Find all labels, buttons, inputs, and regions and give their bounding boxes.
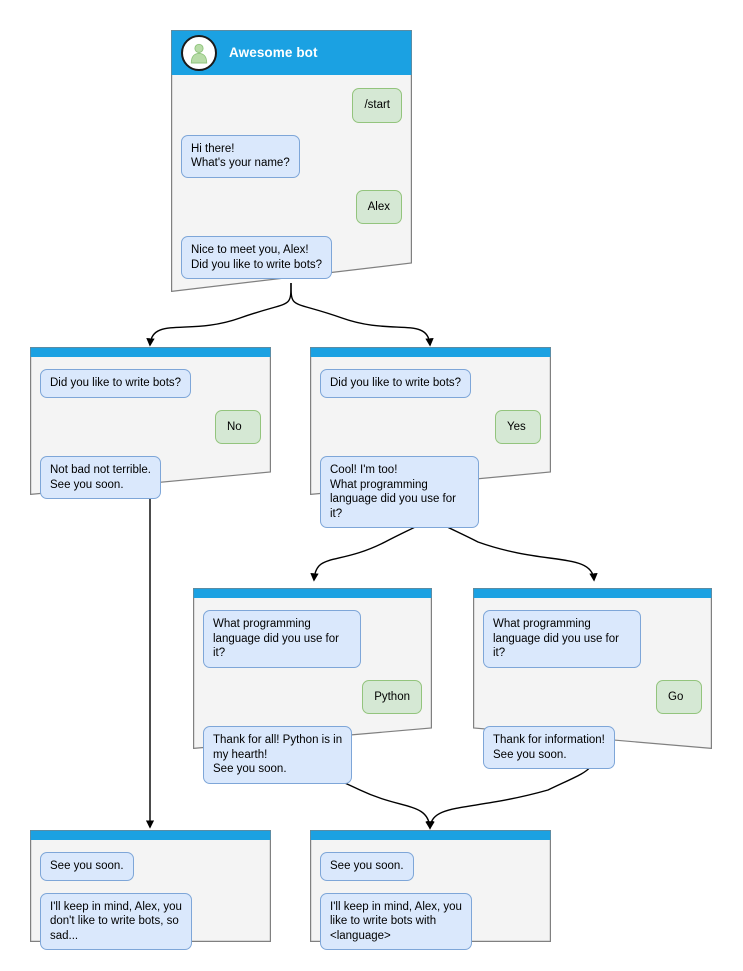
bot-bubble[interactable]: Not bad not terrible. See you soon.: [40, 456, 162, 499]
message-row: Nice to meet you, Alex! Did you like to …: [181, 236, 402, 279]
python-branch-header-bar: [193, 588, 432, 597]
message-row: Cool! I'm too! What programming language…: [320, 456, 541, 528]
message-row: Not bad not terrible. See you soon.: [40, 456, 261, 499]
end-yes-chat-body: See you soon. I'll keep in mind, Alex, y…: [310, 842, 551, 950]
bot-bubble[interactable]: Cool! I'm too! What programming language…: [320, 456, 480, 528]
node-root[interactable]: Awesome bot /start Hi there! What's your…: [171, 30, 412, 292]
user-bubble[interactable]: Alex: [355, 189, 402, 224]
bot-bubble[interactable]: Hi there! What's your name?: [181, 134, 300, 178]
message-row: No: [40, 409, 261, 444]
message-row: Did you like to write bots?: [40, 369, 261, 398]
user-bubble[interactable]: Yes: [495, 409, 541, 444]
message-row: I'll keep in mind, Alex, you don't like …: [40, 892, 261, 950]
no-branch-header-bar: [30, 347, 271, 356]
yes-branch-header-bar: [310, 347, 551, 356]
message-row: See you soon.: [320, 852, 541, 881]
message-row: See you soon.: [40, 852, 261, 881]
bot-bubble[interactable]: Thank for information! See you soon.: [483, 726, 615, 769]
bot-bubble[interactable]: See you soon.: [40, 852, 134, 881]
python-branch-chat-body: What programming language did you use fo…: [193, 600, 432, 784]
go-branch-header-bar: [473, 588, 712, 597]
bot-bubble[interactable]: What programming language did you use fo…: [483, 610, 641, 668]
message-row: Thank for information! See you soon.: [483, 726, 702, 769]
message-row: Did you like to write bots?: [320, 369, 541, 398]
end-no-header-bar: [30, 830, 271, 839]
bot-bubble[interactable]: Thank for all! Python is in my hearth! S…: [203, 726, 353, 784]
user-bubble[interactable]: No: [215, 409, 261, 444]
node-end-yes[interactable]: See you soon. I'll keep in mind, Alex, y…: [310, 830, 551, 950]
user-bubble[interactable]: Python: [362, 679, 422, 714]
bot-bubble[interactable]: What programming language did you use fo…: [203, 610, 361, 668]
end-yes-header-bar: [310, 830, 551, 839]
message-row: Python: [203, 679, 422, 714]
message-row: /start: [181, 88, 402, 123]
message-row: Yes: [320, 409, 541, 444]
no-branch-chat-body: Did you like to write bots? No Not bad n…: [30, 359, 271, 499]
node-end-no[interactable]: See you soon. I'll keep in mind, Alex, y…: [30, 830, 271, 950]
message-row: What programming language did you use fo…: [483, 610, 702, 668]
bot-bubble[interactable]: I'll keep in mind, Alex, you like to wri…: [320, 892, 472, 950]
bot-bubble[interactable]: Did you like to write bots?: [320, 369, 472, 398]
bot-bubble[interactable]: Nice to meet you, Alex! Did you like to …: [181, 236, 333, 279]
message-row: What programming language did you use fo…: [203, 610, 422, 668]
root-node-header: Awesome bot: [171, 30, 412, 75]
node-go-branch[interactable]: What programming language did you use fo…: [473, 588, 712, 769]
message-row: Go: [483, 679, 702, 714]
message-row: Alex: [181, 189, 402, 224]
node-no-branch[interactable]: Did you like to write bots? No Not bad n…: [30, 347, 271, 499]
bot-bubble[interactable]: I'll keep in mind, Alex, you don't like …: [40, 892, 192, 950]
node-python-branch[interactable]: What programming language did you use fo…: [193, 588, 432, 784]
message-row: Hi there! What's your name?: [181, 134, 402, 178]
root-chat-body: /start Hi there! What's your name? Alex …: [171, 78, 412, 292]
user-bubble[interactable]: /start: [352, 88, 402, 123]
message-row: I'll keep in mind, Alex, you like to wri…: [320, 892, 541, 950]
edge-root-to-yes: [290, 282, 434, 347]
edge-root-to-no: [146, 282, 292, 347]
go-branch-chat-body: What programming language did you use fo…: [473, 600, 712, 769]
yes-branch-chat-body: Did you like to write bots? Yes Cool! I'…: [310, 359, 551, 528]
node-yes-branch[interactable]: Did you like to write bots? Yes Cool! I'…: [310, 347, 551, 528]
end-no-chat-body: See you soon. I'll keep in mind, Alex, y…: [30, 842, 271, 950]
bot-title: Awesome bot: [229, 45, 318, 60]
user-bubble[interactable]: Go: [656, 679, 702, 714]
user-avatar-icon: [181, 34, 217, 71]
message-row: Thank for all! Python is in my hearth! S…: [203, 726, 422, 784]
bot-bubble[interactable]: Did you like to write bots?: [40, 369, 192, 398]
bot-bubble[interactable]: See you soon.: [320, 852, 414, 881]
